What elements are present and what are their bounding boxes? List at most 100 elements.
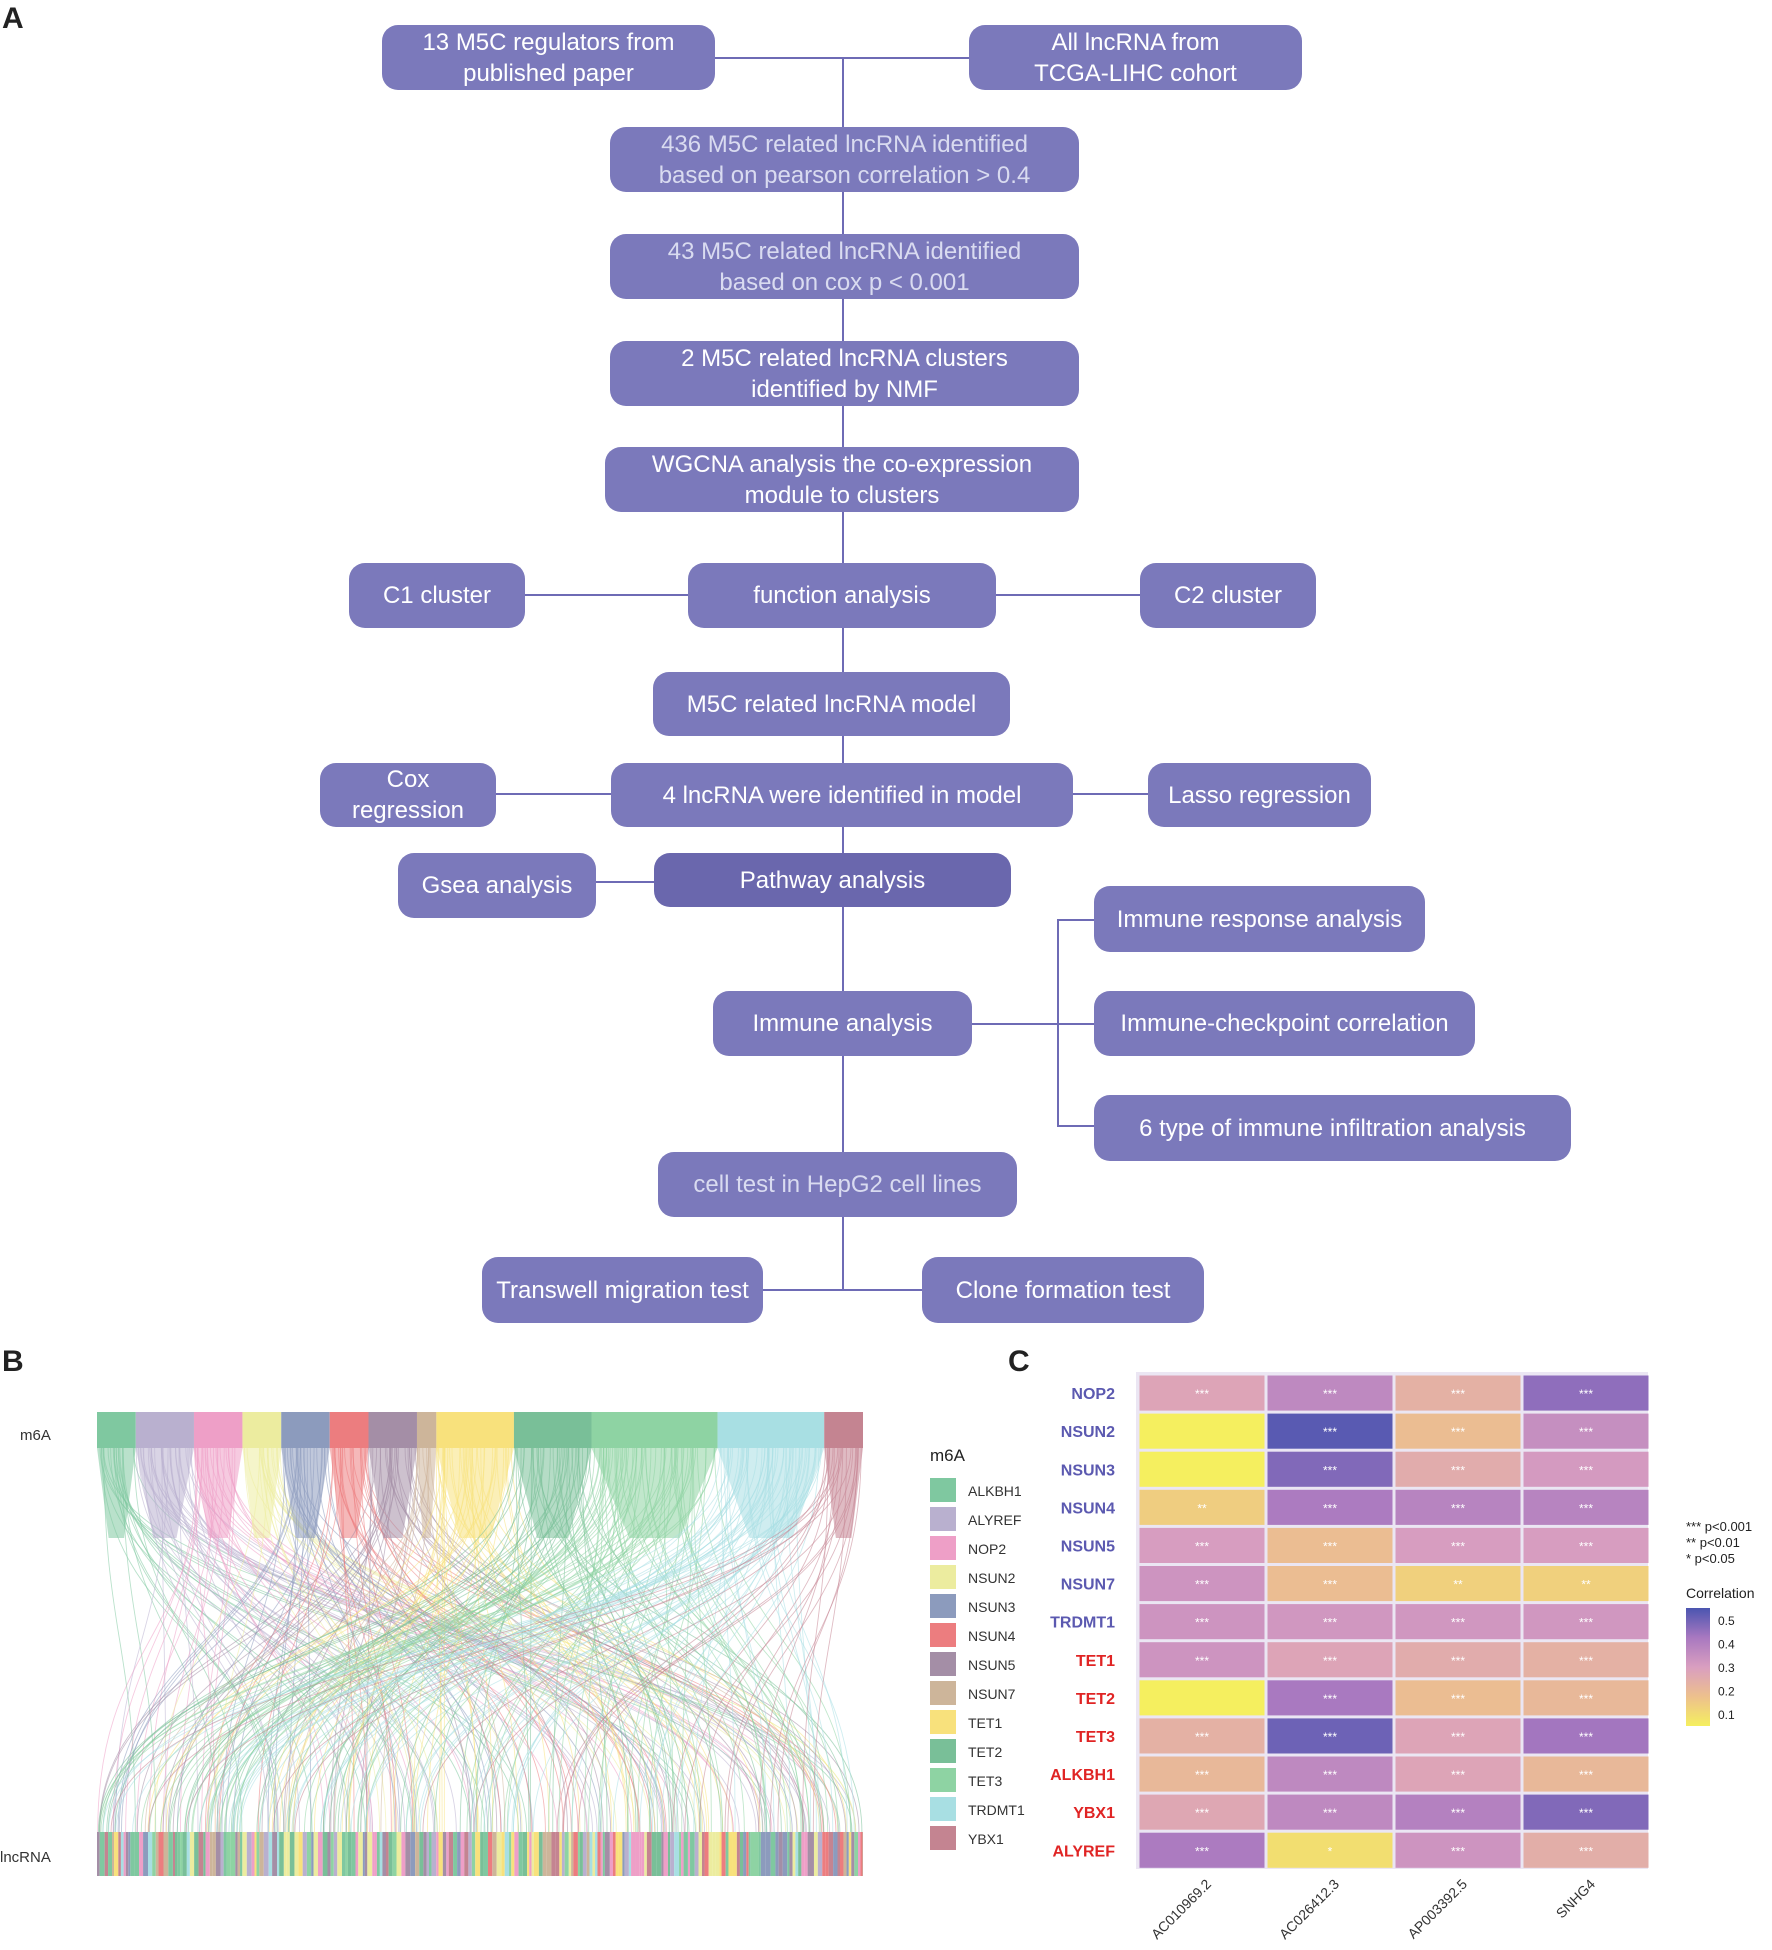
row-label-tet1: TET1 [1076, 1653, 1115, 1670]
sankey-lncrna-bar [795, 1832, 799, 1876]
sankey-flow-line [261, 1447, 636, 1833]
sankey-lncrna-bar [546, 1832, 552, 1876]
legend-swatch-tet3 [930, 1768, 956, 1792]
sankey-flow-line [107, 1447, 570, 1833]
sankey-lncrna-bar [694, 1832, 699, 1876]
row-label-nop2: NOP2 [1071, 1386, 1115, 1403]
sankey-flow-line [395, 1447, 798, 1833]
heatmap-cell [1523, 1566, 1649, 1602]
sankey-flow-line [271, 1447, 509, 1833]
sankey-lncrna-bar [551, 1832, 556, 1876]
heatmap-cell [1267, 1680, 1393, 1716]
sankey-lncrna-bar [754, 1832, 759, 1876]
sankey-flow-line [672, 1447, 831, 1833]
sankey-lncrna-bar [180, 1832, 183, 1876]
sankey-lncrna-bar [242, 1832, 247, 1876]
sankey-flow-line [422, 1447, 834, 1833]
node-c2-cluster: C2 cluster [1140, 563, 1316, 628]
sankey-flow-line [614, 1447, 676, 1833]
panel-label-c: C [1008, 1345, 1030, 1378]
sankey-lncrna-bar [839, 1832, 844, 1876]
sankey-flow-line [100, 1447, 716, 1833]
sankey-flow-line [99, 1447, 667, 1833]
heatmap-cell [1523, 1642, 1649, 1678]
colorbar-tick: 0.5 [1718, 1614, 1735, 1628]
sankey-flow-line [246, 1447, 787, 1833]
sankey-lncrna-bar [748, 1832, 751, 1876]
sankey-lncrna-bar [212, 1832, 216, 1876]
sankey-flow-line [641, 1447, 768, 1833]
node-gsea-analysis: Gsea analysis [398, 853, 596, 918]
sankey-lncrna-bar [712, 1832, 716, 1876]
sankey-lncrna-bar [364, 1832, 368, 1876]
sankey-lncrna-bar [760, 1832, 766, 1876]
sankey-node-nsun3 [281, 1412, 330, 1448]
sankey-flow-line [334, 1447, 608, 1833]
heatmap-cell-stars: *** [1323, 1539, 1337, 1553]
sankey-lncrna-bar [203, 1832, 206, 1876]
sankey-flow-line [599, 1447, 769, 1833]
heatmap-cell-stars: *** [1579, 1844, 1593, 1858]
sankey-lncrna-bar [851, 1832, 855, 1876]
heatmap-cell [1395, 1756, 1521, 1792]
heatmap-cell [1139, 1718, 1265, 1754]
sankey-node-nsun5 [368, 1412, 417, 1448]
sankey-flow-line [578, 1447, 670, 1833]
sankey-lncrna-bar [372, 1832, 375, 1876]
heatmap-cell-stars: *** [1451, 1425, 1465, 1439]
sankey-flow-line [473, 1447, 854, 1833]
sankey-lncrna-bar [646, 1832, 652, 1876]
node-regulators: 13 M5C regulators from published paper [382, 25, 715, 90]
sankey-lncrna-bar [279, 1832, 284, 1876]
heatmap-cell-stars: *** [1195, 1616, 1209, 1630]
sankey-lncrna-bar [538, 1832, 543, 1876]
sankey-lncrna-bar [789, 1832, 793, 1876]
sankey-flow-line [162, 1447, 391, 1833]
panel-label-a: A [2, 2, 24, 35]
legend-swatch-nop2 [930, 1536, 956, 1560]
sankey-lncrna-bar [186, 1832, 190, 1876]
sankey-flow-line [768, 1447, 848, 1833]
sankey-flow-line [102, 1447, 566, 1833]
sankey-lncrna-bar [732, 1832, 737, 1876]
significance-legend-item: *** p<0.001 [1686, 1519, 1752, 1534]
sankey-flow-line [118, 1447, 471, 1833]
heatmap-cell-stars: *** [1323, 1463, 1337, 1477]
sankey-lncrna-bar [492, 1832, 497, 1876]
sankey-flow-line [287, 1447, 545, 1833]
sankey-lncrna-bar [415, 1832, 420, 1876]
sankey-flow-line [330, 1447, 374, 1833]
sankey-flow-line [419, 1447, 806, 1833]
heatmap-cell-stars: *** [1451, 1539, 1465, 1553]
sankey-flow-line [216, 1447, 392, 1833]
legend-label-nsun5: NSUN5 [968, 1657, 1016, 1673]
heatmap-cell-stars: *** [1195, 1768, 1209, 1782]
sankey-lncrna-bar [108, 1832, 113, 1876]
sankey-flow-line [232, 1447, 679, 1833]
sankey-lncrna-bar [719, 1832, 722, 1876]
sankey-flow-line [216, 1447, 750, 1833]
sankey-lncrna-bar [698, 1832, 702, 1876]
sankey-lncrna-bar [220, 1832, 224, 1876]
legend-label-nsun2: NSUN2 [968, 1570, 1016, 1586]
sankey-lncrna-bar [453, 1832, 458, 1876]
sankey-lncrna-bar [194, 1832, 199, 1876]
sankey-lncrna-bar [483, 1832, 488, 1876]
heatmap-cell [1267, 1489, 1393, 1525]
heatmap-cell [1139, 1794, 1265, 1830]
row-label-alkbh1: ALKBH1 [1050, 1767, 1115, 1784]
sankey-lncrna-bar [600, 1832, 603, 1876]
heatmap-cell [1523, 1604, 1649, 1640]
sankey-lncrna-bar [351, 1832, 356, 1876]
heatmap-cell [1139, 1832, 1265, 1868]
sankey-lncrna-bar [230, 1832, 236, 1876]
legend-swatch-alkbh1 [930, 1478, 956, 1502]
row-label-alyref: ALYREF [1052, 1843, 1115, 1860]
sankey-lncrna-bar [392, 1832, 397, 1876]
sankey-flow-line [239, 1447, 774, 1833]
sankey-lncrna-bar [527, 1832, 530, 1876]
sankey-flow-line [625, 1447, 811, 1833]
